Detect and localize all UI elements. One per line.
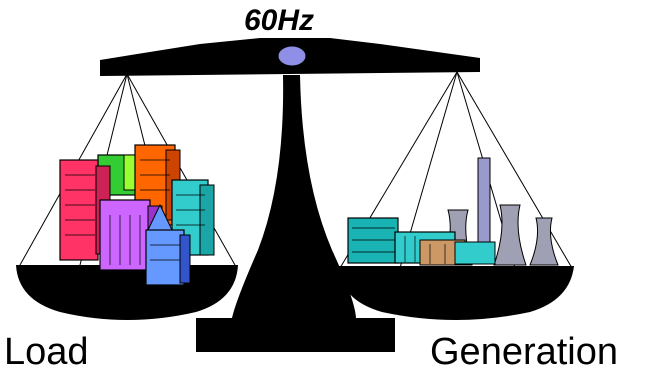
generation-label: Generation (430, 331, 619, 373)
scale-pillar (196, 75, 395, 352)
scale-pivot (277, 45, 307, 67)
load-label: Load (4, 331, 89, 373)
city-buildings-icon (59, 144, 215, 286)
power-plant-icon (347, 157, 559, 266)
frequency-label: 60Hz (244, 4, 315, 37)
right-pan (339, 266, 574, 320)
left-pan (16, 265, 238, 320)
